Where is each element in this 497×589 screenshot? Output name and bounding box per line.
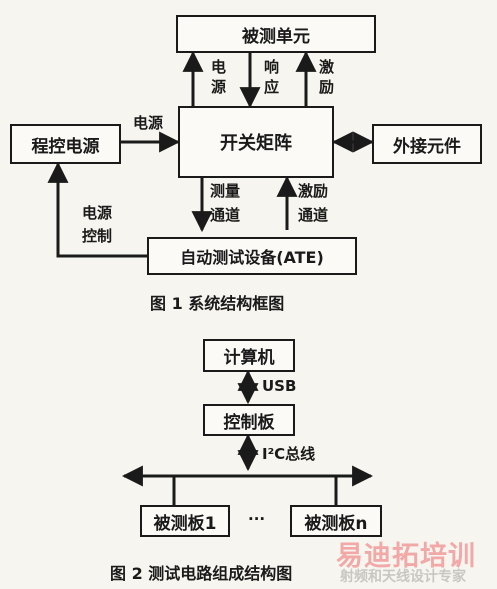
- figure2-caption: 图 2 测试电路组成结构图: [110, 564, 293, 583]
- ate-label: 自动测试设备(ATE): [180, 248, 324, 267]
- ate-box: 自动测试设备(ATE): [147, 237, 357, 275]
- programmable-power-box: 程控电源: [10, 124, 121, 164]
- switch-matrix-box: 开关矩阵: [178, 106, 334, 178]
- computer-box: 计算机: [203, 339, 295, 372]
- power-control-label-2: 控制: [82, 227, 113, 245]
- measure-channel-label-2: 通道: [210, 206, 241, 224]
- power-control-arrow: [47, 161, 147, 258]
- ellipsis-label: ···: [248, 510, 266, 528]
- board-1-label: 被测板1: [153, 513, 217, 534]
- power-left-label: 电源: [133, 114, 164, 132]
- watermark-tagline: 射频和天线设计专家: [340, 569, 466, 585]
- external-components-label: 外接元件: [393, 136, 461, 157]
- power-top-label: 电源: [211, 58, 227, 97]
- stimulus-channel-label-2: 通道: [298, 206, 329, 224]
- response-label: 响应: [264, 58, 280, 97]
- usb-label: USB: [262, 377, 297, 395]
- external-components-box: 外接元件: [372, 124, 482, 164]
- board-n-label: 被测板n: [304, 513, 368, 534]
- board-n-box: 被测板n: [290, 505, 382, 537]
- dut-box: 被测单元: [176, 15, 376, 53]
- stimulus-channel-label-1: 激励: [298, 182, 329, 200]
- computer-label: 计算机: [223, 348, 275, 368]
- board-1-box: 被测板1: [140, 505, 230, 537]
- dut-label: 被测单元: [242, 26, 310, 47]
- control-board-label: 控制板: [223, 412, 275, 433]
- figure1-caption: 图 1 系统结构框图: [150, 294, 285, 313]
- power-control-label-1: 电源: [82, 204, 113, 222]
- i2c-bus-label: I²C总线: [262, 445, 316, 463]
- stimulus-top-label: 激励: [319, 58, 335, 97]
- control-board-box: 控制板: [203, 404, 295, 436]
- switch-matrix-label: 开关矩阵: [220, 133, 292, 154]
- programmable-power-label: 程控电源: [31, 136, 100, 157]
- watermark-logo-text: 易迪拓培训: [336, 541, 476, 572]
- measure-channel-label-1: 测量: [210, 182, 241, 200]
